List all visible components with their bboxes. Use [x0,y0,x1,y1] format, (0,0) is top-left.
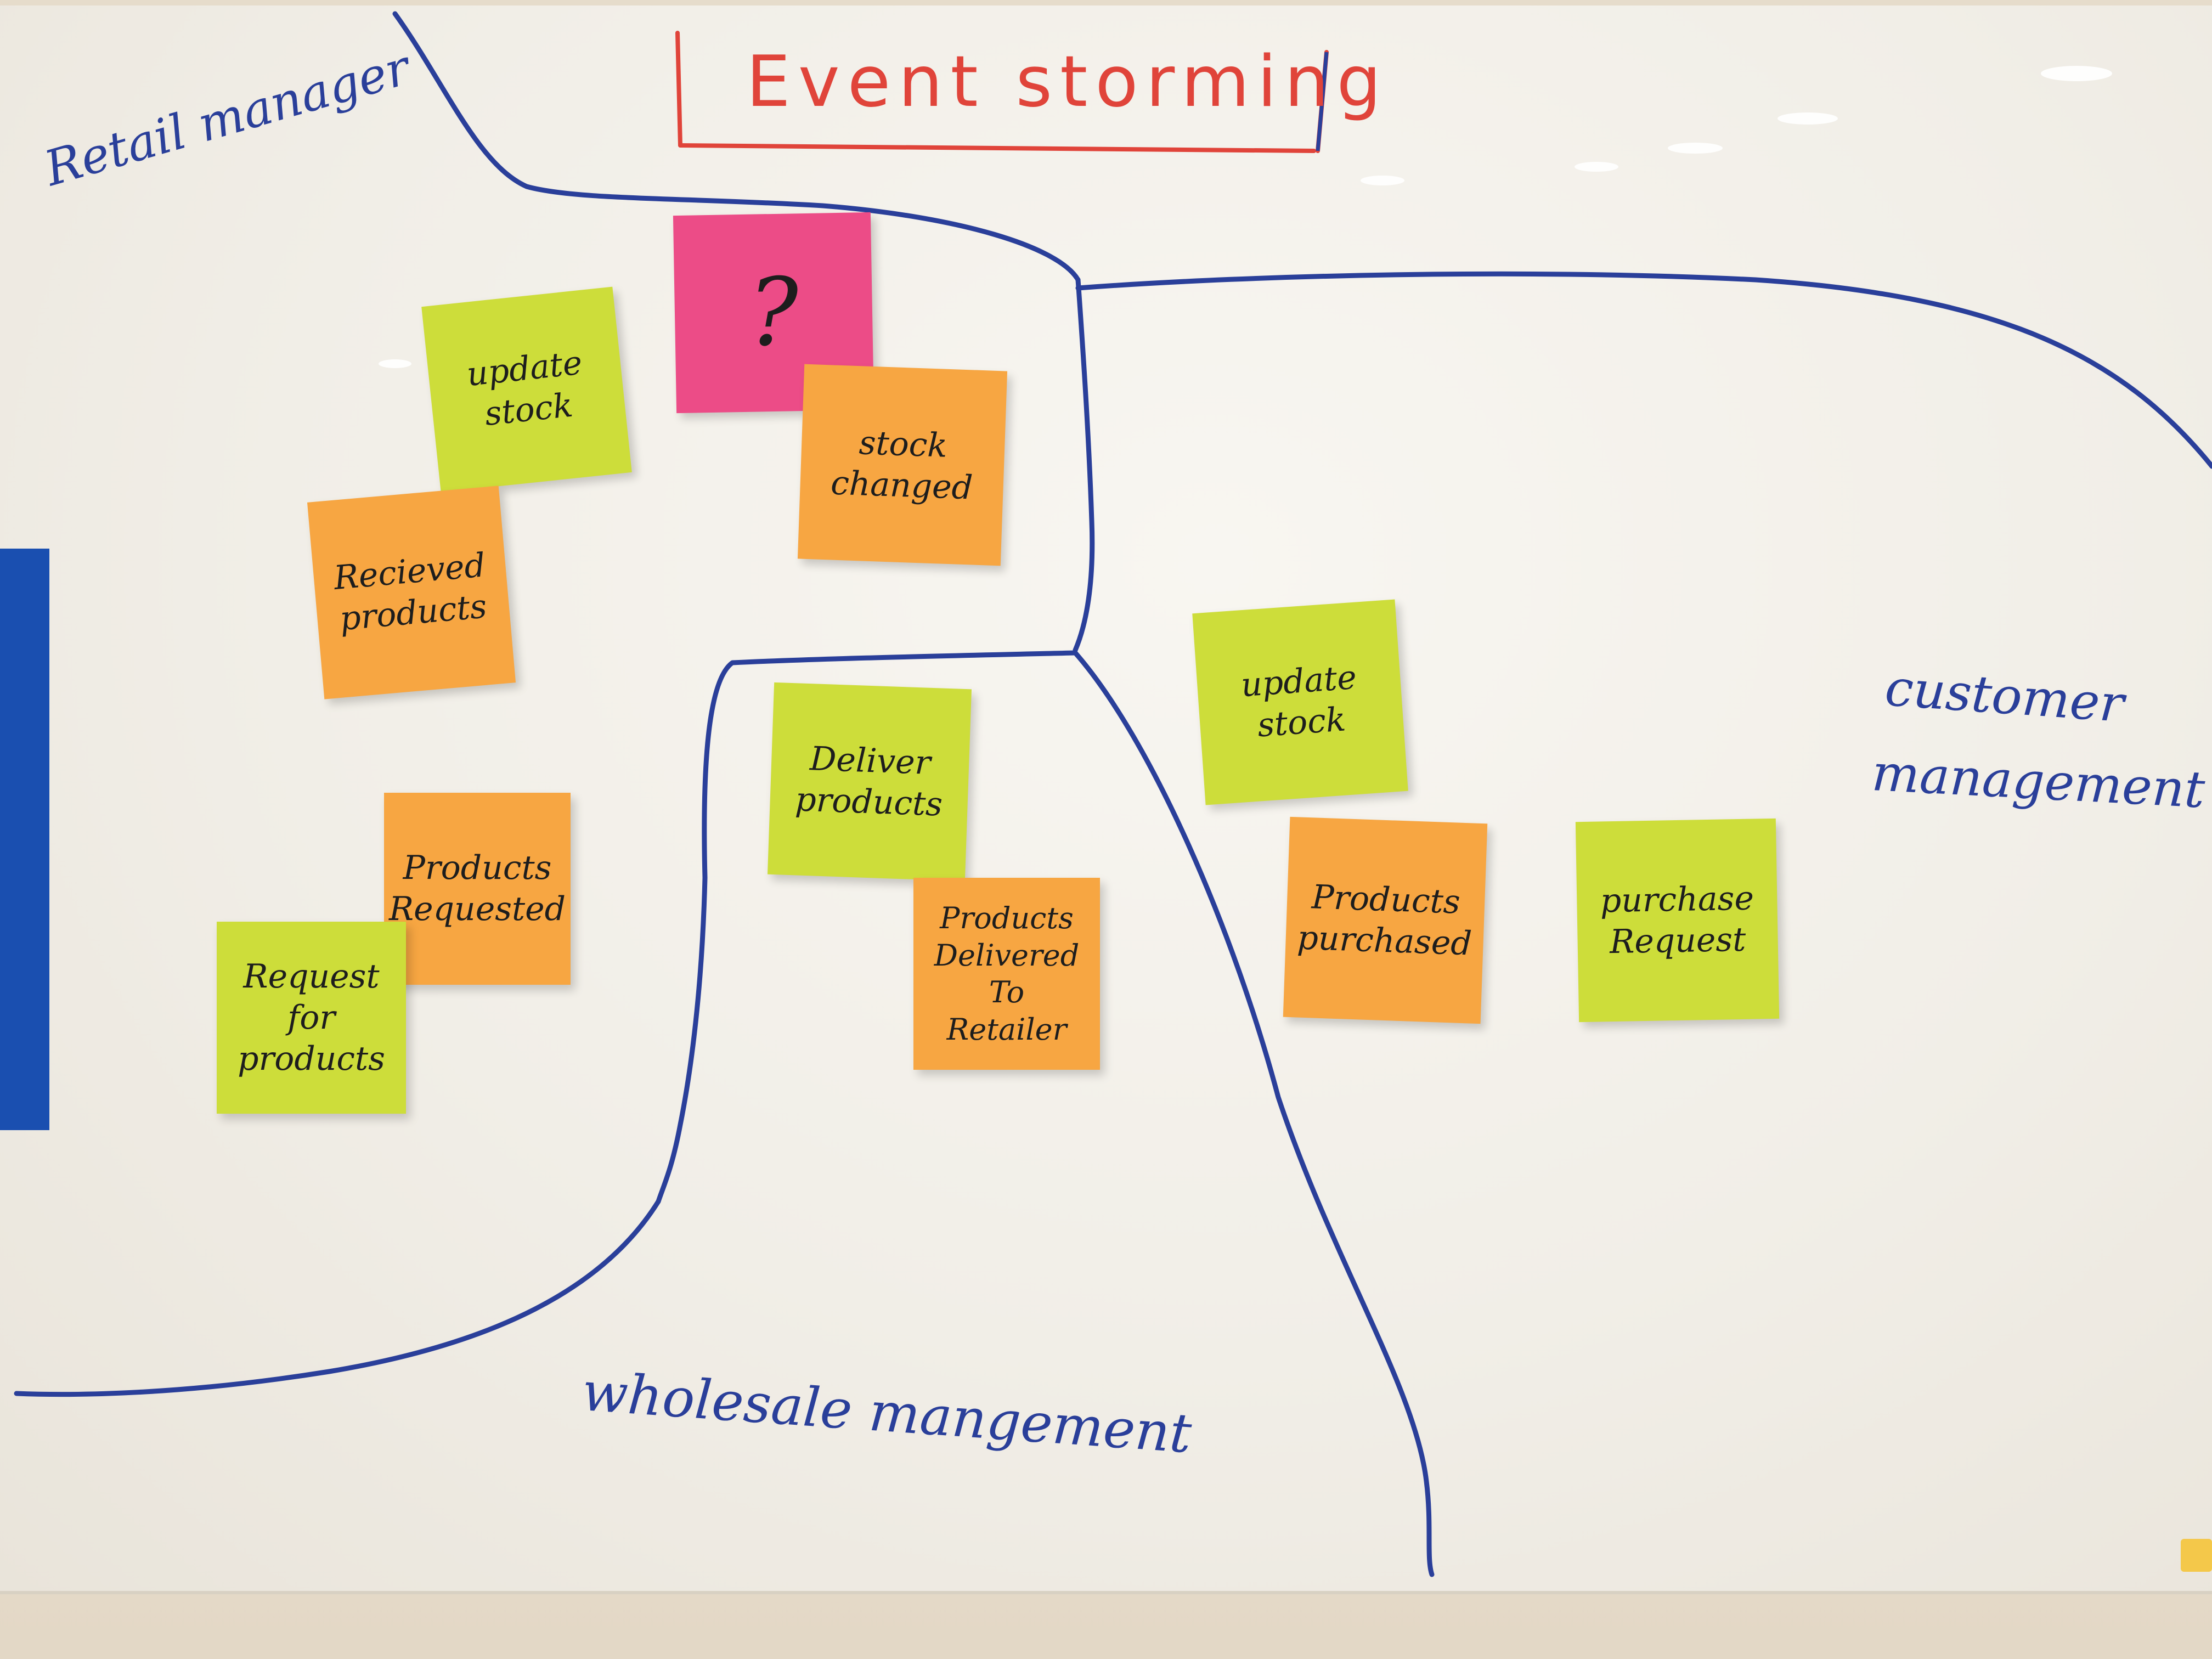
boundary-line-wholesale-top [656,650,1078,1204]
note-stock-changed: stock changed [797,364,1008,566]
note-products-requested: Products Requested [384,793,571,985]
brand-sticker [2181,1539,2212,1572]
board-title: Event storming [746,41,1389,123]
reflection-glare [1575,162,1618,172]
note-request-for-products: Request for products [217,922,406,1114]
note-purchase-request: purchase Request [1575,818,1780,1023]
whiteboard [0,5,2212,1594]
title-frame-right-ink [1316,52,1329,151]
boundary-line-customer-top [1075,271,2212,469]
note-deliver-products: Deliver products [768,682,972,882]
reflection-glare [1778,112,1838,125]
boundary-line-right-diagonal [1073,650,1435,1577]
note-products-delivered-to-retailer: Products Delivered To Retailer [913,878,1100,1070]
title-frame-left [675,31,682,148]
note-products-purchased: Products purchased [1283,816,1488,1024]
boundary-line-vertical-center [1073,277,1095,653]
reflection-glare [1668,143,1723,154]
title-frame-bottom [678,143,1316,153]
boundary-line-top-left [392,11,1081,283]
reflection-glare [2041,66,2112,81]
note-update-stock-retail: update stock [421,286,632,493]
reflection-glare [1361,176,1404,185]
note-update-stock-customer: update stock [1192,599,1408,805]
boundary-line-wholesale-bottom [14,1199,661,1397]
blue-side-tab [0,549,49,1130]
note-recieved-products: Recieved products [307,486,516,699]
reflection-glare [379,359,411,368]
